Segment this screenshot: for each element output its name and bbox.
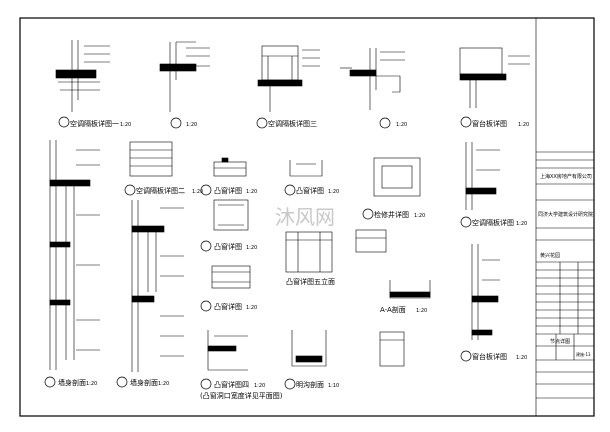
- detail-7-title: 凸窗详图: [214, 186, 242, 195]
- detail-16-wall-section: [131, 200, 184, 372]
- detail-5-marker: [460, 116, 472, 128]
- detail-4: [340, 48, 405, 110]
- detail-11-title: 检修井详图: [374, 210, 409, 219]
- detail-9: [211, 265, 251, 289]
- title-company: 上海XX房地产有限公司: [540, 173, 592, 180]
- watermark: 沐风网: [275, 205, 335, 229]
- detail-17: [207, 330, 248, 371]
- detail-10-title: 凸窗详图: [296, 186, 324, 195]
- detail-13: [285, 231, 333, 273]
- detail-13-title: 凸窗详图五立面: [286, 277, 335, 286]
- detail-14-small: [379, 331, 405, 367]
- detail-9-title: 凸窗详图: [214, 302, 242, 311]
- detail-3: [257, 45, 320, 112]
- detail-8-marker: [200, 240, 212, 252]
- detail-10-scale: 1:20: [328, 189, 339, 195]
- detail-1-title: 空调隔板详图一: [70, 119, 119, 128]
- detail-14: [355, 229, 431, 299]
- detail-17-scale: 1:20: [254, 383, 265, 389]
- detail-6-title: 空调隔板详图二: [136, 186, 185, 195]
- detail-10: [289, 160, 323, 177]
- detail-8-title: 凸窗详图: [214, 242, 242, 251]
- detail-8: [213, 199, 249, 231]
- detail-6-scale: 1:20: [192, 189, 203, 195]
- detail-19-title: 窗台板详图: [472, 352, 507, 361]
- detail-16-marker: [116, 376, 128, 388]
- detail-19: [471, 244, 500, 340]
- detail-18-marker: [284, 378, 296, 390]
- detail-15-marker: [44, 376, 56, 388]
- detail-16-scale: 1:20: [158, 381, 169, 387]
- detail-18-scale: 1:10: [328, 383, 339, 389]
- detail-6-marker: [124, 184, 136, 196]
- detail-3-marker: [256, 117, 268, 129]
- detail-4-scale: 1:20: [396, 122, 407, 128]
- detail-3-title: 空调隔板详图三: [268, 119, 317, 128]
- detail-2-marker: [170, 117, 182, 129]
- detail-7-marker: [200, 184, 212, 196]
- detail-12: [465, 142, 500, 210]
- detail-5-title: 窗台板详图: [472, 119, 507, 128]
- detail-18-title: 明沟剖面: [296, 380, 324, 389]
- detail-9-scale: 1:20: [246, 305, 257, 311]
- title-sheet: 建施-13: [576, 351, 591, 357]
- detail-11: [373, 157, 421, 197]
- detail-8-scale: 1:20: [246, 245, 257, 251]
- detail-2: [159, 41, 210, 112]
- detail-7-scale: 1:20: [246, 189, 257, 195]
- detail-4-marker: [379, 117, 391, 129]
- detail-12-scale: 1:20: [516, 221, 527, 227]
- detail-11-scale: 1:20: [414, 213, 425, 219]
- detail-15-title: 墙身剖面: [58, 378, 86, 387]
- detail-17-title: 凸窗详图四: [214, 380, 249, 389]
- detail-1-scale: 1:20: [120, 122, 131, 128]
- detail-6: [129, 141, 173, 177]
- detail-1: [55, 40, 110, 112]
- detail-19-marker: [460, 350, 472, 362]
- detail-10-marker: [284, 184, 296, 196]
- title-institute: 同济大学建筑设计研究院: [538, 211, 593, 218]
- detail-7: [213, 157, 247, 177]
- detail-5: [459, 47, 530, 108]
- detail-17-note: (凸窗洞口宽度详见平面图): [200, 391, 283, 400]
- detail-9-marker: [200, 300, 212, 312]
- detail-1-marker: [58, 116, 70, 128]
- detail-19-scale: 1:20: [516, 355, 527, 361]
- detail-5-scale: 1:20: [518, 122, 529, 128]
- title-project: 黄兴花园: [540, 252, 560, 259]
- detail-2-scale: 1:20: [186, 122, 197, 128]
- detail-14-title: A-A剖面: [380, 305, 406, 314]
- detail-11-marker: [362, 208, 374, 220]
- detail-12-marker: [460, 216, 472, 228]
- detail-16-title: 墙身剖面: [130, 378, 158, 387]
- detail-12-title: 空调隔板详图: [472, 218, 514, 227]
- detail-17-marker: [200, 378, 212, 390]
- detail-14-scale: 1:20: [416, 308, 427, 314]
- sheet-border: [19, 17, 595, 417]
- title-block: [535, 18, 594, 416]
- detail-15-scale: 1:20: [86, 381, 97, 387]
- title-drawing: 节点详图: [550, 338, 570, 345]
- detail-15-wall-section: [49, 140, 100, 370]
- detail-18: [291, 330, 327, 367]
